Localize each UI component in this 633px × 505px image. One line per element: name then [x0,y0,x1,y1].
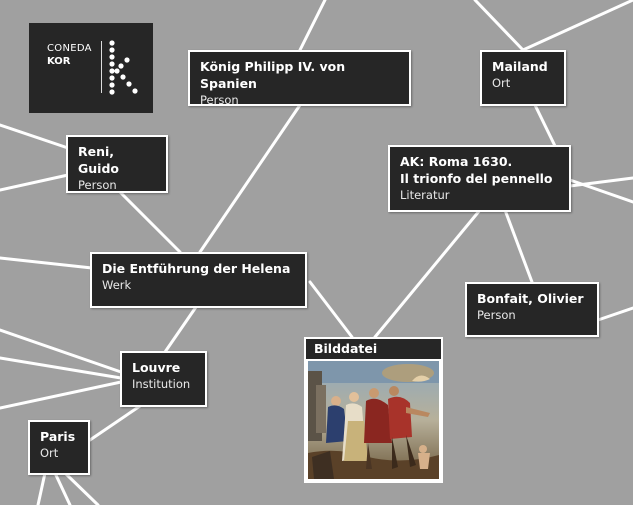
edge [0,256,94,270]
edge [0,356,123,380]
node-koenig-philipp[interactable]: König Philipp IV. von Spanien Person [188,50,411,107]
edge [118,190,182,254]
edge [308,280,354,339]
node-title: König Philipp IV. von Spanien [200,59,346,91]
node-mailand[interactable]: Mailand Ort [480,50,566,106]
edge [373,208,482,339]
edge [36,471,47,505]
node-type: Person [200,93,239,107]
node-ak-roma-1630[interactable]: AK: Roma 1630. Il trionfo del pennello L… [388,145,571,212]
edge [163,305,198,354]
node-entfuehrung-helena[interactable]: Die Entführung der Helena Werk [90,252,307,308]
edge [521,0,633,52]
node-title: AK: Roma 1630. Il trionfo del pennello [400,154,553,186]
node-title: Die Entführung der Helena [102,261,291,276]
coneda-kor-logo[interactable]: CONEDA KOR [29,23,153,113]
node-title: Paris [40,429,76,444]
node-type: Ort [492,76,511,90]
edge [473,0,525,52]
media-node-bilddatei[interactable]: Bilddatei [304,337,443,483]
edge [596,306,633,322]
node-type: Ort [40,446,59,460]
node-type: Person [78,178,117,192]
edge [0,328,123,374]
node-type: Person [477,308,516,322]
edge [53,471,72,505]
node-reni-guido[interactable]: Reni, Guido Person [66,135,168,193]
edge [298,0,327,52]
node-type: Literatur [400,188,450,202]
node-title: Bonfait, Olivier [477,291,584,306]
logo-k-mark-icon [109,40,138,95]
edge [63,471,100,505]
node-title: Reni, Guido [78,144,119,176]
node-title: Mailand [492,59,548,74]
media-node-label: Bilddatei [306,339,441,359]
edge [503,208,534,284]
edge [0,173,70,192]
node-bonfait-olivier[interactable]: Bonfait, Olivier Person [465,282,599,337]
node-type: Institution [132,377,191,391]
logo-divider [101,41,102,93]
node-paris[interactable]: Paris Ort [28,420,90,475]
edge [568,176,633,188]
logo-text-kor: KOR [47,56,71,67]
edge [0,380,123,410]
logo-text-coneda: CONEDA [47,43,92,54]
node-louvre[interactable]: Louvre Institution [120,351,207,407]
edge [533,103,557,148]
edge [0,123,70,150]
edge [88,404,142,442]
edge [198,103,302,254]
node-title: Louvre [132,360,181,375]
node-type: Werk [102,278,132,292]
painting-thumbnail-image [308,361,439,479]
